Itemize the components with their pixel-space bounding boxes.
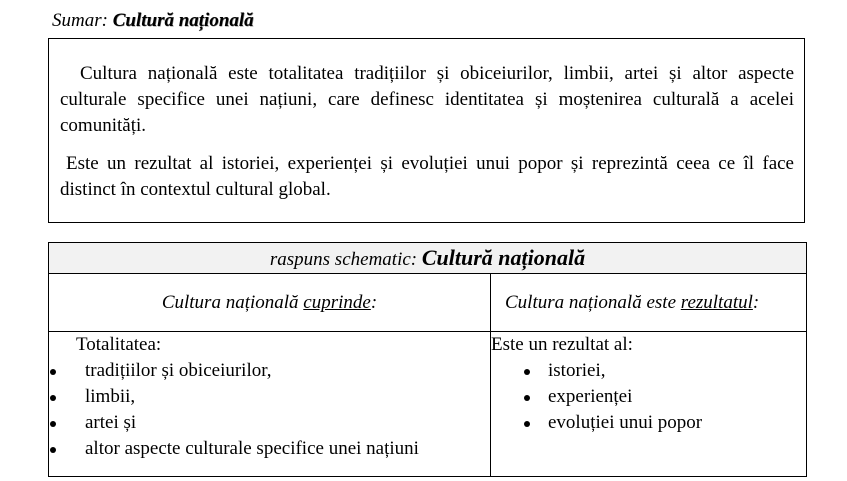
right-intro: Este un rezultat al: <box>491 334 633 355</box>
right-column-content: Este un rezultat al: istoriei, experienț… <box>490 331 807 477</box>
list-item: evoluției unui popor <box>519 410 806 436</box>
schematic-title-topic: Cultură națională <box>421 245 586 270</box>
summary-label: Sumar: <box>52 10 108 31</box>
list-item: altor aspecte culturale specifice unei n… <box>49 436 490 462</box>
right-header-keyword: rezultatul <box>680 291 753 313</box>
left-header-suffix: : <box>370 291 378 313</box>
right-bullet-list: istoriei, experienței evoluției unui pop… <box>491 358 806 436</box>
summary-heading: Sumar: Cultură națională <box>52 8 254 34</box>
list-item: artei și <box>49 410 490 436</box>
list-item: tradițiilor și obiceiurilor, <box>49 358 490 384</box>
schematic-title-row: raspuns schematic: Cultură națională <box>48 242 807 274</box>
right-header-prefix: Cultura națională este <box>505 291 676 313</box>
list-item: limbii, <box>49 384 490 410</box>
summary-paragraph-1: Cultura națională este totalitatea tradi… <box>60 63 794 136</box>
list-item: istoriei, <box>519 358 806 384</box>
left-column-header: Cultura națională cuprinde: <box>48 273 491 332</box>
list-item: experienței <box>519 384 806 410</box>
schematic-content-row: Totalitatea: tradițiilor și obiceiurilor… <box>48 331 807 477</box>
right-column-header: Cultura națională este rezultatul: <box>490 273 807 332</box>
left-header-keyword: cuprinde <box>303 291 371 313</box>
right-header-suffix: : <box>752 291 760 313</box>
left-bullet-list: tradițiilor și obiceiurilor, limbii, art… <box>49 358 490 462</box>
summary-topic: Cultură națională <box>112 10 254 31</box>
schematic-answer-table: raspuns schematic: Cultură națională Cul… <box>48 242 807 477</box>
left-intro: Totalitatea: <box>76 334 162 355</box>
schematic-title-label: raspuns schematic: <box>269 249 418 270</box>
left-column-content: Totalitatea: tradițiilor și obiceiurilor… <box>48 331 491 477</box>
summary-paragraph-2: Este un rezultat al istoriei, experiențe… <box>60 153 794 200</box>
schematic-title: raspuns schematic: Cultură națională <box>48 242 807 274</box>
summary-box: Cultura națională este totalitatea tradi… <box>48 38 805 223</box>
left-header-prefix: Cultura națională <box>161 291 299 313</box>
schematic-header-row: Cultura națională cuprinde: Cultura nați… <box>48 273 807 332</box>
